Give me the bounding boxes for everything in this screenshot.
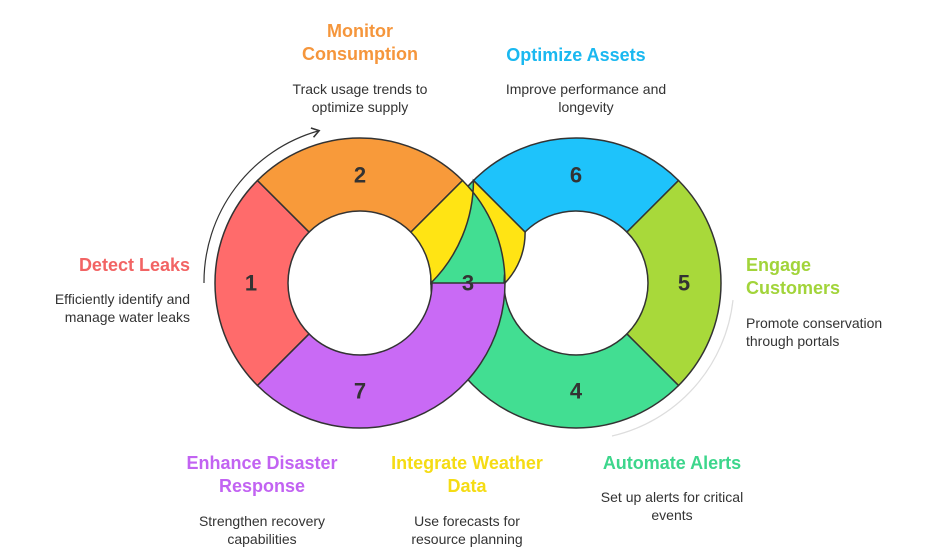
segment-1: [214, 179, 311, 387]
cycle-arrow-left: [203, 127, 321, 284]
step-5-title: Engage Customers: [746, 255, 841, 298]
segment-7: [256, 282, 506, 429]
step-number-4: 4: [570, 379, 583, 404]
step-number-1: 1: [245, 271, 257, 296]
step-number-6: 6: [570, 163, 582, 188]
segment-2: [256, 137, 464, 234]
segment-3: [409, 178, 526, 285]
step-1-desc: Efficiently identify and manage water le…: [54, 291, 190, 325]
step-number-2: 2: [354, 163, 366, 188]
step-number-3: 3: [462, 271, 474, 296]
step-3-desc: Use forecasts for resource planning: [411, 513, 523, 547]
step-2-desc: Track usage trends to optimize supply: [292, 81, 428, 115]
step-6-desc: Improve performance and longevity: [505, 81, 667, 115]
step-7-title: Enhance Disaster Response: [186, 453, 338, 496]
step-3-title: Integrate Weather Data: [391, 453, 543, 496]
step-7-desc: Strengthen recovery capabilities: [198, 513, 326, 547]
step-4-desc: Set up alerts for critical events: [600, 489, 744, 523]
step-number-5: 5: [678, 271, 690, 296]
step-1-title: Detect Leaks: [78, 255, 190, 275]
segment-5: [625, 179, 722, 387]
step-5-desc: Promote conservation through portals: [746, 315, 883, 349]
step-4-title: Automate Alerts: [602, 453, 742, 473]
step-number-7: 7: [354, 379, 366, 404]
cycle-arrow-right: [611, 299, 734, 437]
step-6-title: Optimize Assets: [506, 45, 646, 65]
step-2-title: Monitor Consumption: [302, 21, 418, 64]
